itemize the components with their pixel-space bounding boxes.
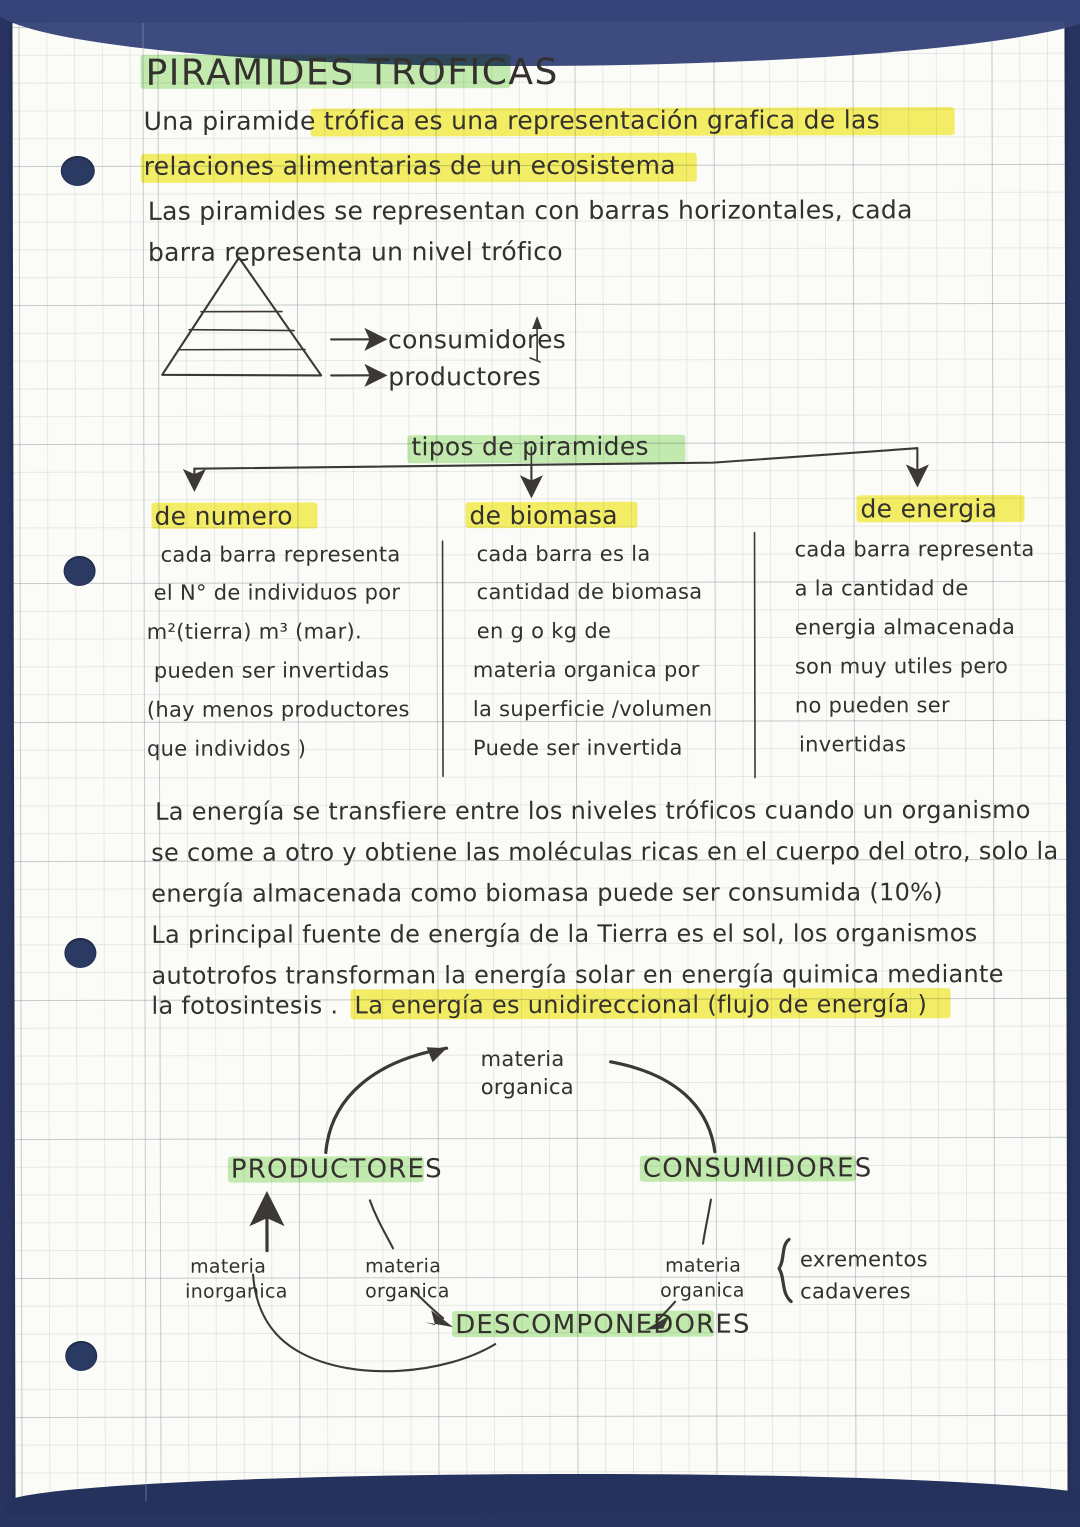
type-energia-line-1: cada barra representa [794, 536, 1035, 562]
cycle-right-label-line-1: materia [665, 1254, 742, 1277]
cycle-top-label-line-1: materia [480, 1046, 565, 1072]
type-numero-line-5: (hay menos productores [146, 697, 410, 722]
cycle-left-label-line-2: inorganica [185, 1280, 288, 1303]
page-bottom-shadow [5, 1472, 1080, 1516]
type-biomasa-line-1: cada barra es la [476, 541, 651, 567]
type-energia-line-4: son muy utiles pero [794, 654, 1009, 679]
cycle-node-consumidores: CONSUMIDORES [642, 1153, 873, 1184]
type-numero-line-1: cada barra representa [160, 542, 401, 567]
cycle-center-label-line-2: organica [365, 1280, 450, 1303]
type-biomasa-line-2: cantidad de biomasa [476, 579, 703, 605]
energy-line-6-highlighted: La energía es unidireccional (flujo de e… [354, 990, 928, 1020]
type-biomasa-line-4: materia organica por [472, 657, 700, 683]
cycle-top-label-line-2: organica [480, 1074, 574, 1100]
type-numero-line-4: pueden ser invertidas [153, 658, 390, 683]
type-biomasa-line-6: Puede ser invertida [472, 735, 683, 761]
cycle-brace-item-1: exrementos [800, 1247, 928, 1272]
arc-top-to-consumidores [609, 1060, 717, 1154]
type-numero-line-2: el N° de individuos por [153, 580, 401, 605]
punch-hole-middle-upper [63, 555, 96, 586]
cycle-left-label-line-1: materia [190, 1255, 267, 1278]
cycle-right-label-line-2: organica [660, 1279, 745, 1302]
type-energia-line-5: no pueden ser [794, 693, 950, 718]
line-productores-down [368, 1199, 395, 1250]
energy-line-5: autotrofos transforman la energía solar … [151, 960, 1004, 990]
margin-rule-line [142, 22, 147, 1501]
type-heading-numero: de numero [154, 501, 293, 531]
intro-line-2: relaciones alimentarias de un ecosistema [143, 150, 676, 181]
type-biomasa-line-3: en g o kg de [476, 618, 612, 644]
intro-line-1: Una piramide trófica es una representaci… [143, 105, 880, 136]
curly-brace [777, 1237, 793, 1304]
arc-productores-to-top [324, 1046, 449, 1155]
page-title: PIRAMIDES TROFICAS [145, 51, 559, 94]
types-header: tipos de piramides [411, 431, 649, 462]
punch-hole-bottom [65, 1340, 98, 1371]
pyramid-label-consumidores: consumidores [388, 324, 567, 355]
energy-line-2: se come a otro y obtiene las moléculas r… [151, 836, 1059, 867]
cycle-node-descomponedores: DESCOMPONEDORES [455, 1309, 751, 1341]
cycle-node-productores: PRODUCTORES [230, 1154, 443, 1185]
intro-line-4: barra representa un nivel trófico [147, 236, 563, 267]
pyramid-label-productores: productores [388, 361, 542, 392]
type-energia-line-6: invertidas [798, 732, 907, 757]
type-energia-line-3: energia almacenada [794, 615, 1016, 640]
type-numero-line-6: que individos ) [146, 736, 307, 761]
type-heading-energia: de energia [860, 494, 998, 524]
pyramid-triangle [161, 256, 323, 377]
energy-line-4: La principal fuente de energía de la Tie… [151, 919, 978, 949]
column-divider-2 [753, 531, 756, 779]
type-energia-line-2: a la cantidad de [794, 576, 969, 601]
line-consumidores-down [701, 1198, 712, 1245]
energy-line-1: La energía se transfiere entre los nivel… [155, 795, 1031, 826]
intro-line-3: Las piramides se representan con barras … [147, 195, 913, 226]
punch-hole-middle-lower [64, 937, 97, 968]
energy-line-3: energía almacenada como biomasa puede se… [151, 878, 943, 908]
type-numero-line-3: m²(tierra) m³ (mar). [146, 619, 363, 644]
punch-hole-top [60, 155, 95, 187]
type-heading-biomasa: de biomasa [469, 500, 618, 531]
type-biomasa-line-5: la superficie /volumen [472, 696, 713, 722]
cycle-brace-item-2: cadaveres [800, 1279, 911, 1304]
cycle-center-label-line-1: materia [365, 1255, 442, 1278]
energy-line-6-plain: la fotosintesis . [151, 991, 339, 1020]
